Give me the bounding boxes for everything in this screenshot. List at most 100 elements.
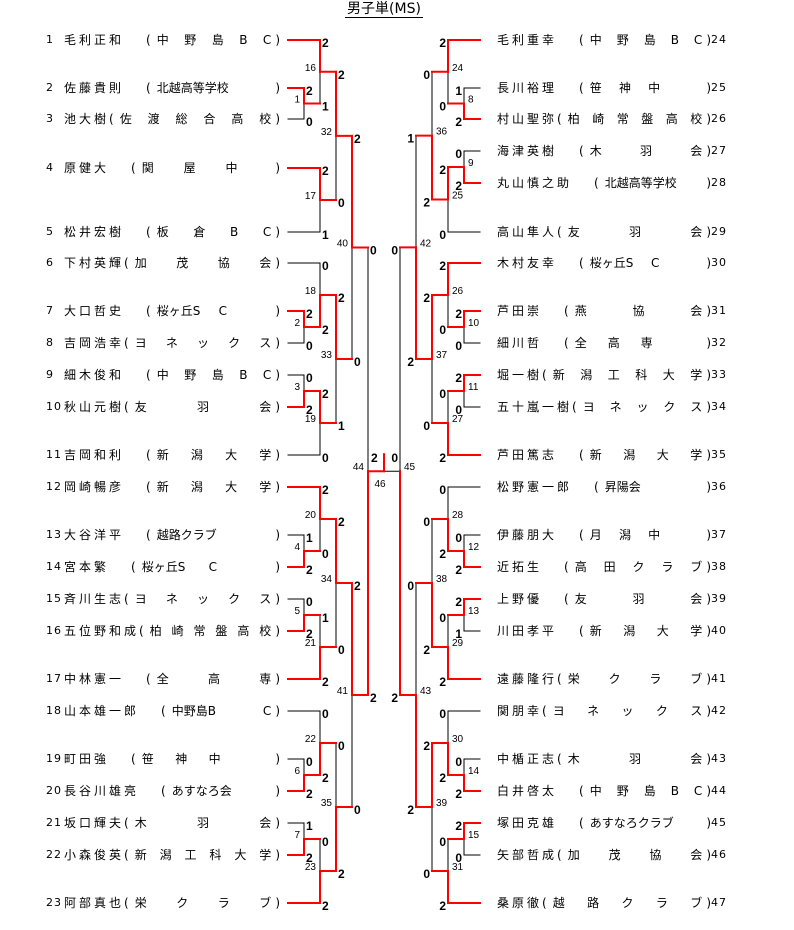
score: 2 bbox=[439, 36, 446, 50]
player-name: 佐藤貴則 bbox=[64, 81, 125, 95]
club-token: 羽 bbox=[632, 592, 645, 606]
club-token: 科 bbox=[209, 848, 222, 862]
match-number: 36 bbox=[436, 127, 448, 138]
club-token bbox=[698, 80, 702, 96]
close-paren: ) bbox=[706, 672, 711, 686]
club-token: 新 bbox=[589, 448, 602, 462]
score: 0 bbox=[354, 355, 361, 369]
seed-number: 3 bbox=[46, 112, 54, 125]
club-token: 中野島B bbox=[171, 704, 216, 718]
open-paren: ( bbox=[564, 304, 569, 318]
score: 0 bbox=[391, 451, 398, 465]
club-token: 茂 bbox=[608, 848, 621, 862]
player-entry: 遠藤隆行(栄クラブ)41 bbox=[497, 671, 727, 687]
match-number: 21 bbox=[305, 638, 317, 649]
score: 0 bbox=[322, 707, 329, 721]
club-token: ラ bbox=[655, 896, 668, 910]
seed-number: 10 bbox=[46, 400, 62, 413]
club-token: ク bbox=[663, 400, 676, 414]
club-name: 新潟工科大学 bbox=[129, 847, 276, 863]
match-number: 44 bbox=[353, 462, 365, 473]
club-token: 校 bbox=[690, 112, 703, 126]
club: (越路クラブ) bbox=[542, 895, 711, 911]
score: 1 bbox=[322, 100, 329, 114]
club-token bbox=[698, 255, 702, 271]
club-name: 北越高等学校 bbox=[156, 81, 229, 95]
open-paren: ( bbox=[161, 784, 166, 798]
club-token: ネ bbox=[609, 400, 622, 414]
seed-number: 40 bbox=[711, 624, 727, 637]
player-name: 小森俊英 bbox=[64, 848, 125, 862]
open-paren: ( bbox=[161, 704, 166, 718]
score: 0 bbox=[391, 243, 398, 257]
match-number: 33 bbox=[321, 350, 333, 361]
player-entry: 中楯正志(木 羽 会)43 bbox=[497, 751, 727, 767]
score: 2 bbox=[455, 595, 462, 609]
seed-number: 14 bbox=[46, 560, 62, 573]
open-paren: ( bbox=[124, 256, 129, 270]
club-token bbox=[669, 143, 673, 159]
player-name: 高山隼人 bbox=[497, 225, 558, 239]
club-token: ブ bbox=[690, 560, 703, 574]
score: 2 bbox=[306, 563, 313, 577]
club-token bbox=[267, 527, 271, 543]
club: (友 羽 会) bbox=[124, 399, 280, 415]
club-token: 板 bbox=[156, 225, 169, 239]
close-paren: ) bbox=[706, 176, 711, 190]
player-name: 近拓生 bbox=[497, 560, 543, 574]
club-token: 会 bbox=[690, 592, 703, 606]
club-token: 大 bbox=[225, 448, 238, 462]
match-number: 38 bbox=[436, 574, 448, 585]
club-name: 柏崎常盤高校 bbox=[144, 623, 276, 639]
seed-number: 15 bbox=[46, 592, 62, 605]
match-number: 9 bbox=[468, 158, 474, 169]
score: 2 bbox=[322, 387, 329, 401]
seed-number: 12 bbox=[46, 480, 62, 493]
club-token: ラ bbox=[649, 672, 662, 686]
club-token: B bbox=[239, 368, 248, 382]
score: 2 bbox=[455, 819, 462, 833]
club-token bbox=[677, 80, 681, 96]
club-token bbox=[608, 303, 612, 319]
club-token: 友 bbox=[574, 592, 587, 606]
club-name: ヨネックス bbox=[577, 399, 707, 415]
club: (笹神中 ) bbox=[579, 80, 711, 96]
score: 2 bbox=[322, 899, 329, 913]
club-name: 全 高 専 bbox=[151, 671, 276, 687]
open-paren: ( bbox=[124, 592, 129, 606]
score: 2 bbox=[354, 579, 361, 593]
player-name: 秋山元樹 bbox=[64, 400, 125, 414]
club-token: 木 bbox=[134, 816, 147, 830]
club-token bbox=[665, 303, 669, 319]
club: (柏崎常盤高校) bbox=[139, 623, 280, 639]
club-token: 盤 bbox=[641, 112, 654, 126]
match-number: 39 bbox=[436, 798, 448, 809]
club-token: 会 bbox=[259, 816, 272, 830]
open-paren: ( bbox=[542, 704, 547, 718]
seed-number: 47 bbox=[711, 896, 727, 909]
club-token bbox=[232, 399, 236, 415]
player-entry: 芦田崇(燕 協 会)31 bbox=[497, 303, 727, 319]
club-token: 常 bbox=[193, 624, 206, 638]
player-name: 伊藤朋大 bbox=[497, 528, 558, 542]
close-paren: ) bbox=[706, 560, 711, 574]
close-paren: ) bbox=[275, 560, 280, 574]
score: 0 bbox=[306, 755, 313, 769]
club: (北越高等学校) bbox=[594, 175, 711, 191]
open-paren: ( bbox=[146, 368, 151, 382]
seed-number: 23 bbox=[46, 896, 62, 909]
player-entry: 塚田克雄(あすなろクラブ)45 bbox=[497, 815, 727, 831]
score: 0 bbox=[370, 243, 377, 257]
club-token: C bbox=[262, 704, 272, 718]
club-name: 栄クラブ bbox=[129, 895, 276, 911]
club-token: C bbox=[262, 368, 272, 382]
match-number: 16 bbox=[305, 63, 317, 74]
seed-number: 27 bbox=[711, 144, 727, 157]
close-paren: ) bbox=[706, 256, 711, 270]
open-paren: ( bbox=[594, 480, 599, 494]
club-token: 羽 bbox=[196, 400, 209, 414]
club-token: C bbox=[218, 304, 228, 318]
club: (関屋中 ) bbox=[131, 160, 280, 176]
